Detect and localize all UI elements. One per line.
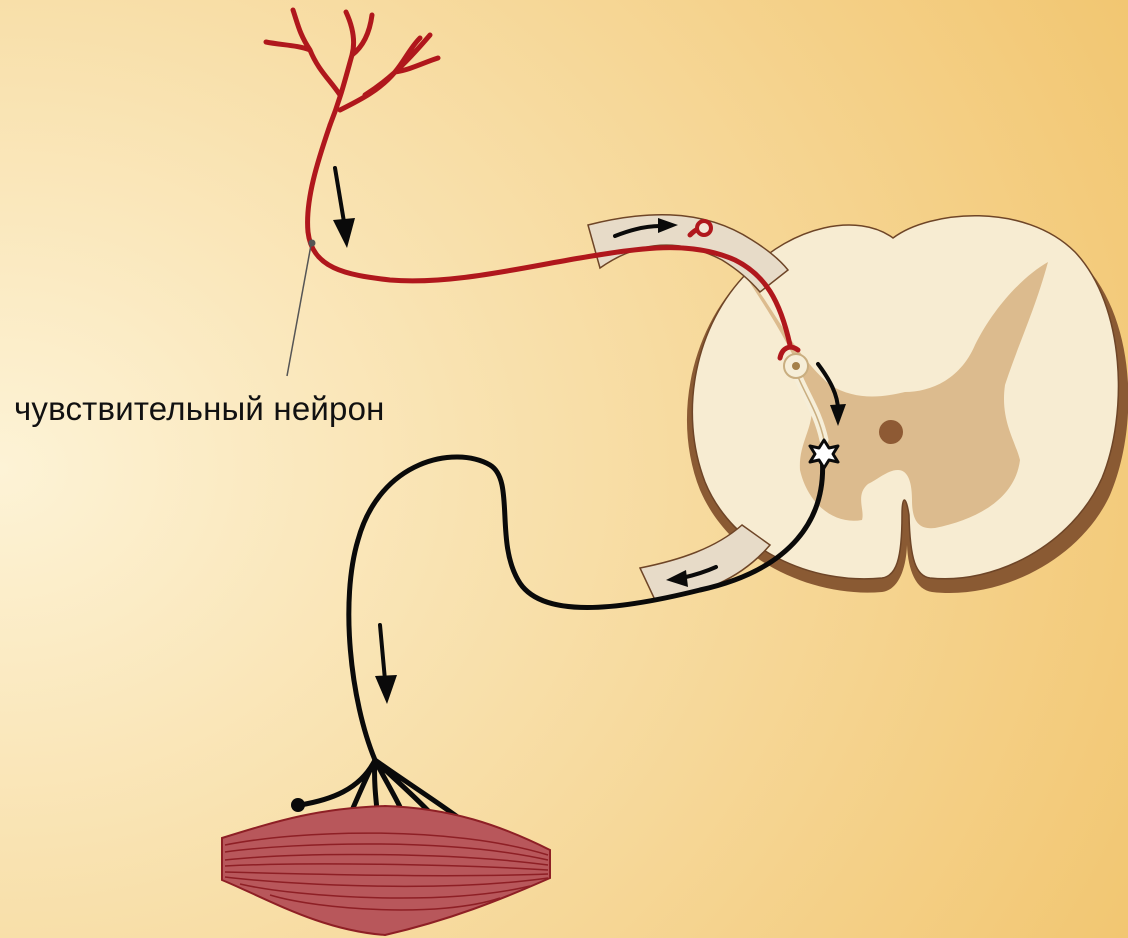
label-anchor-dot (309, 240, 316, 247)
arrow-sensory-down (333, 168, 355, 248)
muscle (222, 806, 550, 935)
muscle-body (222, 806, 550, 935)
sensory-cell-body (697, 221, 711, 235)
label-leader-line (287, 245, 311, 376)
arrow-motor-down (375, 625, 397, 704)
sensory-neuron (266, 10, 798, 358)
central-canal (879, 420, 903, 444)
sensory-neuron-label: чувствительный нейрон (14, 390, 385, 428)
sensory-dendrites (266, 10, 438, 125)
